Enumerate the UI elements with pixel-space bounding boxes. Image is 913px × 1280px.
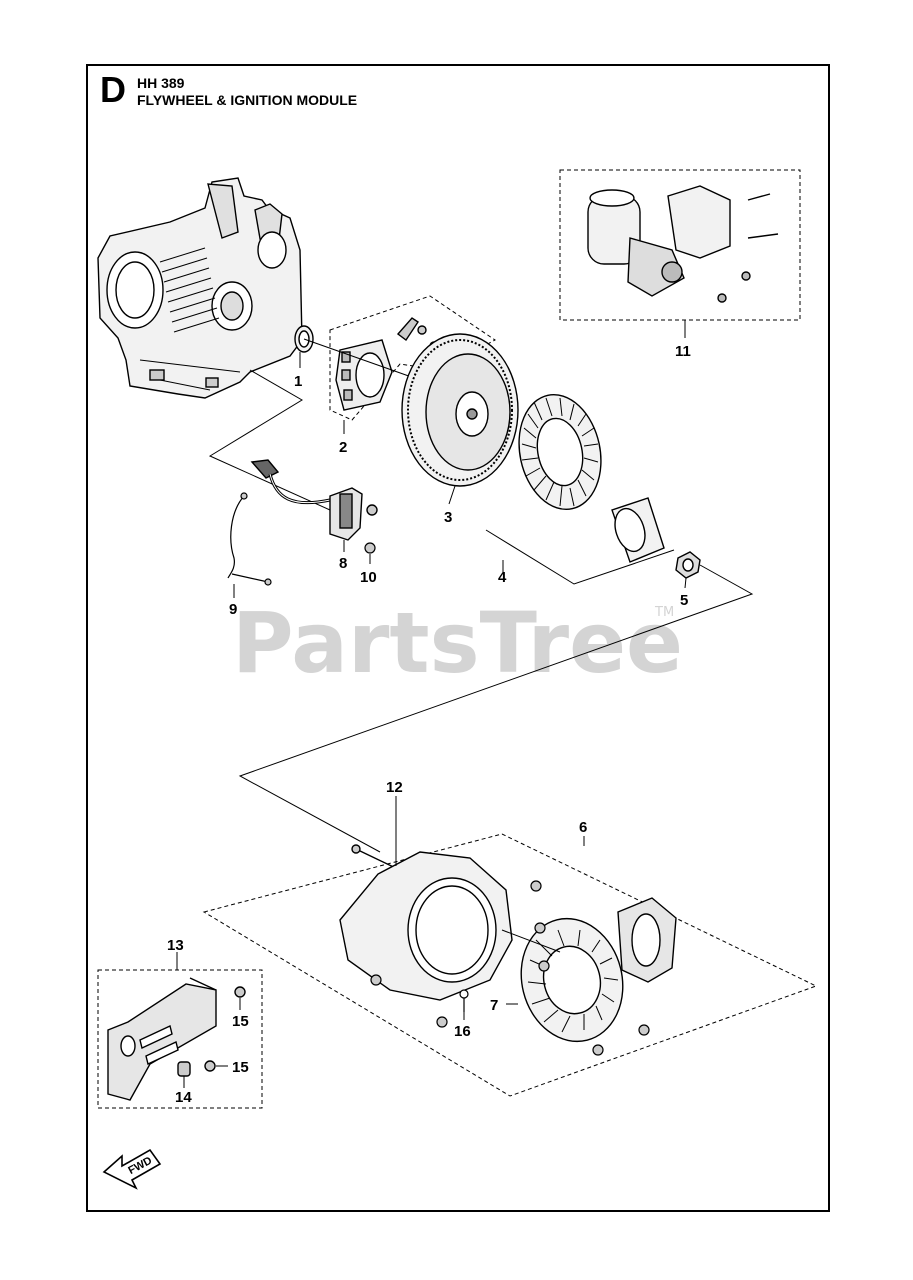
callout-9: 9 [229,601,237,618]
fwd-arrow: FWD [102,1148,162,1190]
clip-part-16 [459,989,469,1012]
callout-16: 16 [454,1023,471,1040]
callout-8: 8 [339,555,347,572]
ground-wire-part-9 [227,492,272,586]
watermark: PartsTree TM [232,594,683,692]
leader-line [303,338,421,381]
ignition-module-part-8 [250,459,378,541]
callout-6: 6 [579,819,587,836]
housing-bolts [370,880,650,1056]
flywheel-part-3 [401,333,519,487]
callout-15-lower: 15 [232,1059,249,1076]
recoil-starter-part-7 [501,897,677,1043]
flywheel-nut-part-5 [238,551,754,853]
engine-block [97,177,303,399]
bolt-part-10 [364,542,376,554]
starter-motor-part-11 [559,169,801,321]
callout-11: 11 [675,343,691,360]
callout-3: 3 [444,509,452,526]
callout-2: 2 [339,439,347,456]
callout-12: 12 [386,779,403,796]
callout-labels: 1 2 3 4 5 6 7 8 9 10 11 12 13 14 15 15 1… [167,343,691,1106]
callout-4: 4 [498,569,507,586]
watermark-trademark: TM [654,605,674,620]
section-letter: D [100,69,126,110]
callout-13: 13 [167,937,184,954]
diagram-title: FLYWHEEL & IGNITION MODULE [137,92,358,108]
callout-15-upper: 15 [232,1013,249,1030]
callout-10: 10 [360,569,377,586]
callout-7: 7 [490,997,498,1014]
callout-leaders [176,320,687,1088]
blower-housing-part-6 [202,833,818,1097]
callout-14: 14 [175,1089,192,1106]
leader-line [208,369,331,511]
watermark-text: PartsTree [232,594,683,692]
model-code: HH 389 [137,75,185,91]
callout-5: 5 [680,592,688,609]
bracket-part-13 [97,969,263,1109]
callout-1: 1 [294,373,302,390]
cooling-fan-part-4 [485,393,675,585]
diagram-frame [86,64,830,1212]
